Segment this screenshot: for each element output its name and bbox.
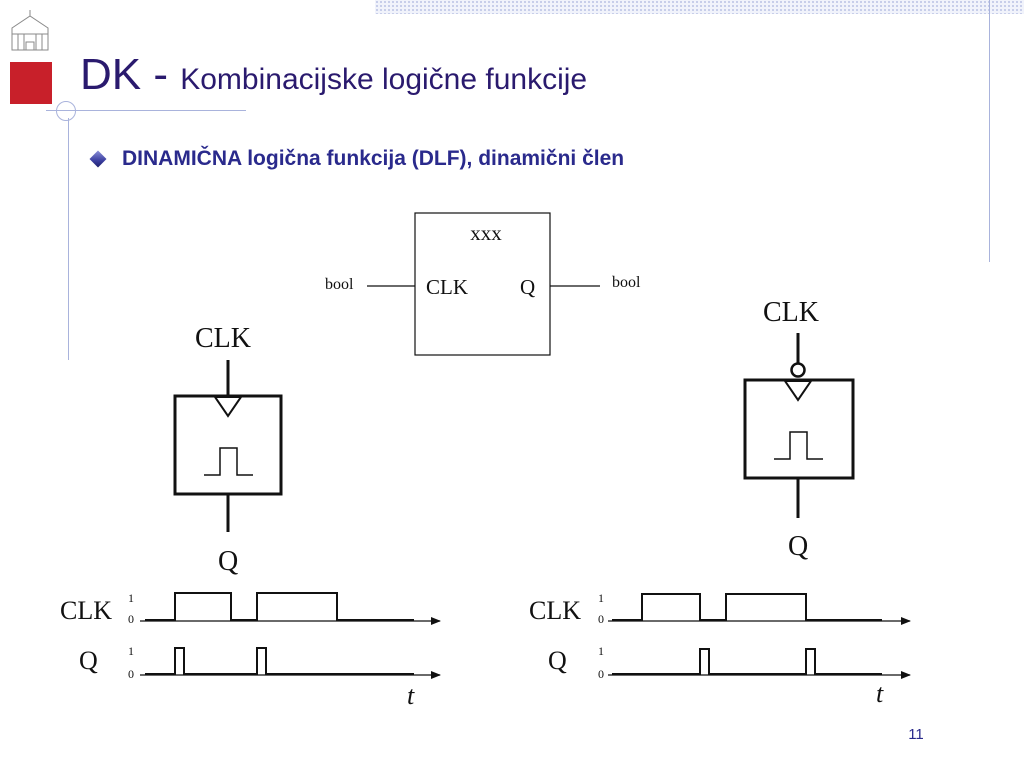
decorative-line-horizontal bbox=[46, 110, 246, 111]
decorative-circle bbox=[56, 101, 76, 121]
bullet-item: DINAMIČNA logična funkcija (DLF), dinami… bbox=[88, 147, 624, 171]
block-input-port: CLK bbox=[426, 275, 468, 299]
timing-right-clk-high: 1 bbox=[598, 591, 604, 605]
bullet-text: DINAMIČNA logična funkcija (DLF), dinami… bbox=[122, 147, 625, 170]
timing-left-clk-low: 0 bbox=[128, 612, 134, 626]
falling-clk-label: CLK bbox=[763, 297, 819, 328]
building-icon bbox=[11, 10, 49, 51]
timing-left-time-label: t bbox=[407, 681, 415, 710]
timing-right-q-label: Q bbox=[548, 646, 567, 675]
timing-right-q-wave bbox=[612, 648, 882, 675]
timing-right-q-high: 1 bbox=[598, 644, 604, 658]
timing-diagram-left: CLK 1 0 Q 1 0 t bbox=[60, 591, 441, 710]
logo-red-square bbox=[10, 62, 52, 104]
decorative-line-right bbox=[989, 0, 990, 262]
decorative-top-band bbox=[375, 0, 1024, 14]
function-block-box bbox=[414, 212, 551, 356]
timing-left-q-high: 1 bbox=[128, 644, 134, 658]
rising-element-box bbox=[173, 394, 283, 496]
rising-q-label: Q bbox=[218, 546, 238, 577]
university-logo bbox=[8, 10, 52, 104]
rising-pulse-symbol bbox=[204, 447, 253, 476]
rising-edge-element: CLK Q bbox=[173, 323, 283, 577]
timing-right-clk-low: 0 bbox=[598, 612, 604, 626]
block-input-type: bool bbox=[325, 276, 354, 293]
timing-left-q-label: Q bbox=[79, 646, 98, 675]
timing-right-clk-label: CLK bbox=[529, 596, 581, 625]
falling-element-box bbox=[743, 378, 855, 480]
timing-diagram-right: CLK 1 0 Q 1 0 t bbox=[529, 591, 911, 708]
block-name: xxx bbox=[470, 221, 502, 245]
title-subtitle: Kombinacijske logične funkcije bbox=[180, 63, 588, 96]
timing-left-q-low: 0 bbox=[128, 667, 134, 681]
timing-left-clk-wave bbox=[145, 592, 414, 621]
block-output-type: bool bbox=[612, 274, 641, 291]
rising-clock-triangle bbox=[213, 396, 243, 418]
timing-right-q-low: 0 bbox=[598, 667, 604, 681]
slide-title: DK - Kombinacijske logične funkcije bbox=[80, 50, 587, 100]
falling-edge-element: CLK Q bbox=[743, 297, 855, 562]
timing-left-clk-high: 1 bbox=[128, 591, 134, 605]
rising-clk-label: CLK bbox=[195, 323, 251, 354]
title-main: DK - bbox=[80, 50, 181, 99]
block-output-port: Q bbox=[520, 275, 535, 299]
negation-bubble bbox=[790, 362, 806, 378]
timing-right-clk-wave bbox=[612, 593, 882, 621]
falling-pulse-symbol bbox=[774, 431, 823, 460]
page-number: 11 bbox=[908, 726, 924, 743]
function-block: xxx CLK Q bool bool bbox=[325, 212, 641, 356]
falling-q-label: Q bbox=[788, 531, 808, 562]
falling-clock-triangle bbox=[783, 380, 813, 402]
timing-left-q-wave bbox=[145, 647, 414, 675]
decorative-line-left bbox=[68, 118, 69, 360]
timing-right-time-label: t bbox=[876, 679, 884, 708]
timing-left-clk-label: CLK bbox=[60, 596, 112, 625]
